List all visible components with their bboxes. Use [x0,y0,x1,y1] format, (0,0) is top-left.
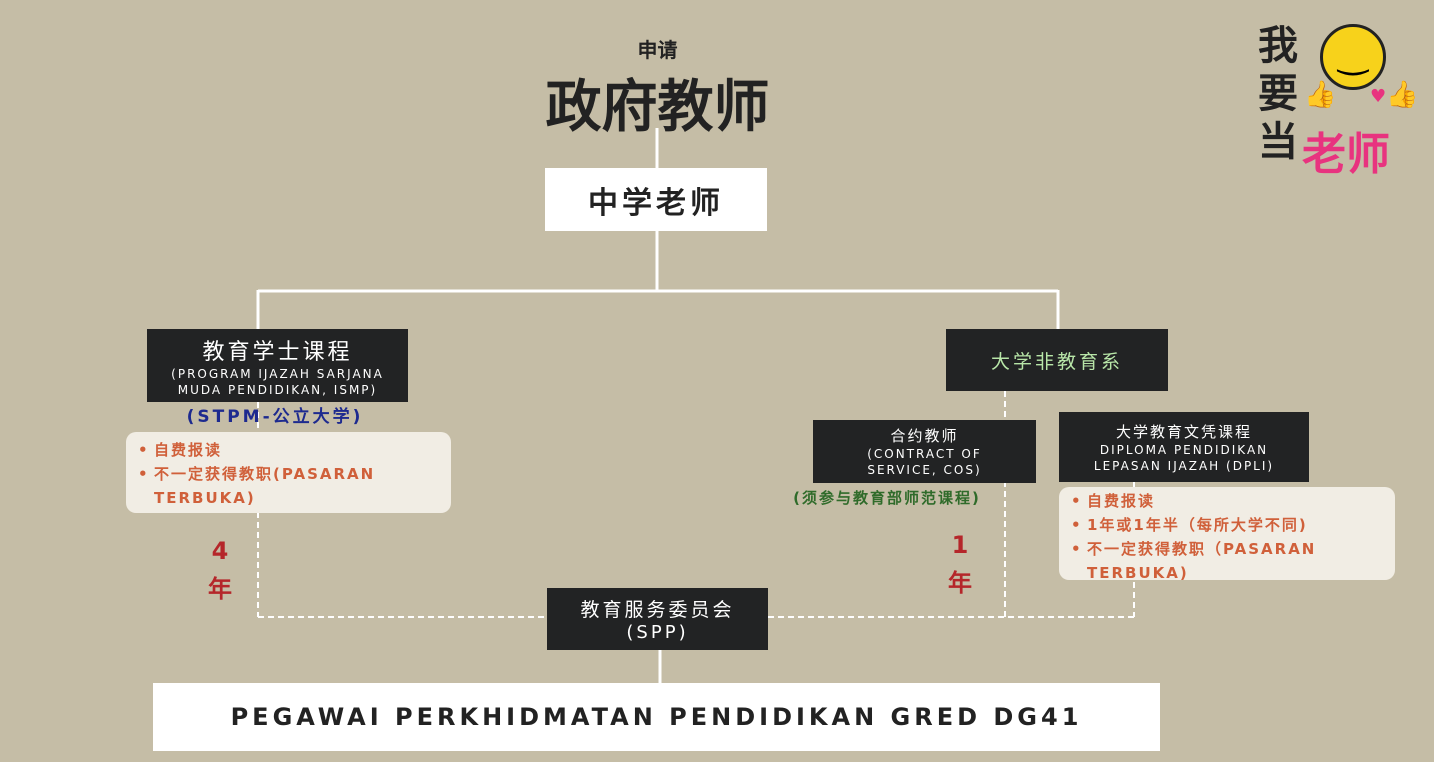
ismp-duration: 4 年 [200,532,240,608]
note-item: 自费报读 [1071,489,1383,513]
duration-unit: 年 [208,575,232,603]
ismp-subtitle-1: (PROGRAM IJAZAH SARJANA [171,366,384,381]
result-box: PEGAWAI PERKHIDMATAN PENDIDIKAN GRED DG4… [153,683,1160,751]
note-item: 不一定获得教职（PASARAN TERBUKA) [1071,537,1383,585]
thumbs-up-icon: 👍 [1386,80,1419,110]
cos-title: 合约教师 [890,427,959,445]
duration-number: 4 [211,537,229,565]
spp-subtitle: (SPP) [626,622,689,643]
spp-title: 教育服务委员会 [580,599,735,621]
logo-text: 我要当 [1258,23,1298,165]
ismp-box: 教育学士课程 (PROGRAM IJAZAH SARJANA MUDA PEND… [147,329,408,402]
logo: 我要当 老师 ‿ 👍 ♥ 👍 [1258,22,1419,180]
spp-box: 教育服务委员会 (SPP) [547,588,768,650]
thumbs-up-icon: 👍 [1304,80,1337,110]
cos-note: (须参与教育部师范课程) [793,489,981,507]
non-education-box: 大学非教育系 [946,329,1168,391]
apply-label: 申请 [637,38,678,62]
dpli-line1: DIPLOMA PENDIDIKAN [1099,442,1269,457]
page-title: 政府教师 [545,75,770,140]
dpli-title: 大学教育文凭课程 [1115,422,1252,441]
duration-number: 1 [951,531,969,559]
dpli-box: 大学教育文凭课程 DIPLOMA PENDIDIKAN LEPASAN IJAZ… [1059,412,1309,482]
level-box: 中学老师 [545,168,767,231]
dpli-duration: 1 年 [940,526,980,602]
ismp-notes: 自费报读 不一定获得教职(PASARAN TERBUKA) [126,432,451,513]
ismp-subtitle-2: MUDA PENDIDIKAN, ISMP) [177,382,378,397]
cos-line1: (CONTRACT OF [867,447,982,461]
note-item: 不一定获得教职(PASARAN TERBUKA) [138,462,439,510]
ismp-title: 教育学士课程 [202,339,353,365]
note-item: 自费报读 [138,438,439,462]
heart-icon: ♥ [1370,86,1387,107]
note-item: 1年或1年半（每所大学不同) [1071,513,1383,537]
ismp-route: (STPM-公立大学) [186,407,364,427]
logo-text-teacher: 老师 [1302,129,1390,180]
dpli-notes: 自费报读 1年或1年半（每所大学不同) 不一定获得教职（PASARAN TERB… [1059,487,1395,582]
duration-unit: 年 [948,569,972,597]
smiley-icon: ‿ [1320,24,1386,90]
cos-line2: SERVICE, COS) [867,463,982,477]
cos-box: 合约教师 (CONTRACT OF SERVICE, COS) [813,420,1036,483]
dpli-line2: LEPASAN IJAZAH (DPLI) [1093,458,1275,473]
